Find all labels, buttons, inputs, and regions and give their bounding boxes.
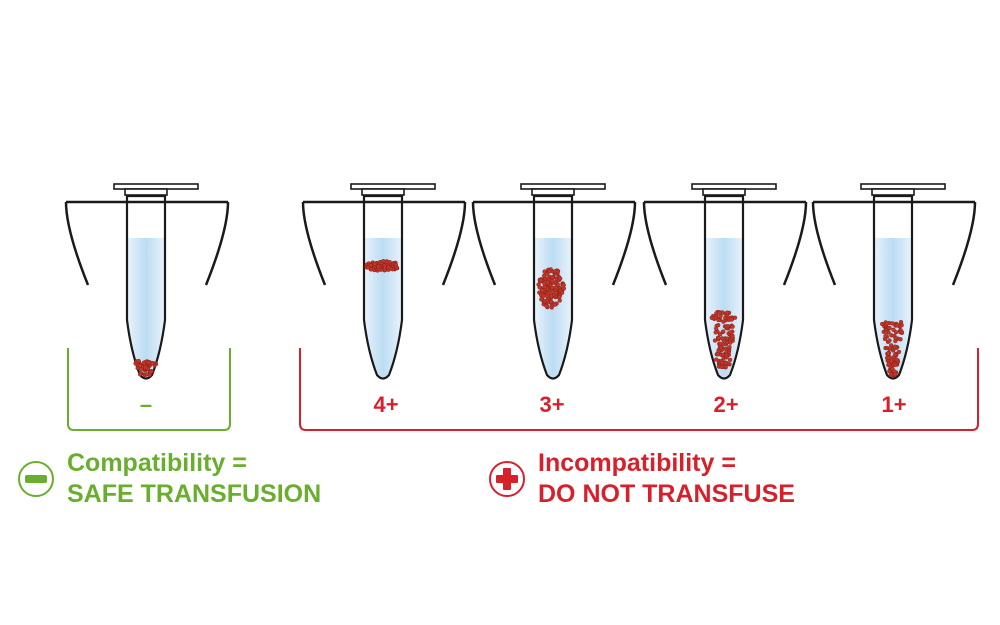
incompatible-legend-line2: DO NOT TRANSFUSE [538, 480, 795, 508]
tube-1plus-cells [880, 319, 905, 378]
compatible-grade-label: – [140, 392, 152, 417]
tube-4plus-cells [364, 259, 400, 273]
minus-circle-icon [18, 461, 54, 497]
tube-4plus [301, 183, 467, 380]
compatible-legend-line1: Compatibility = [67, 449, 247, 477]
tube-3plus [471, 183, 637, 380]
incompatible-bracket [299, 348, 979, 431]
tube-negative-cells [133, 358, 159, 378]
compatible-legend: Compatibility = SAFE TRANSFUSION [67, 448, 321, 510]
grade-label-1plus: 1+ [881, 392, 906, 417]
tube-1plus [811, 183, 977, 380]
grade-label-3plus: 3+ [539, 392, 564, 417]
tube-negative [64, 183, 230, 380]
compatible-legend-line2: SAFE TRANSFUSION [67, 480, 322, 508]
compatible-bracket [67, 348, 231, 431]
tube-2plus [642, 183, 808, 380]
tube-3plus-cells [536, 267, 567, 310]
grade-label-4plus: 4+ [373, 392, 398, 417]
plus-circle-icon [489, 461, 525, 497]
incompatible-legend-line1: Incompatibility = [538, 449, 736, 477]
grade-label-2plus: 2+ [713, 392, 738, 417]
incompatible-legend: Incompatibility = DO NOT TRANSFUSE [538, 448, 795, 510]
tube-2plus-cells [709, 310, 738, 370]
